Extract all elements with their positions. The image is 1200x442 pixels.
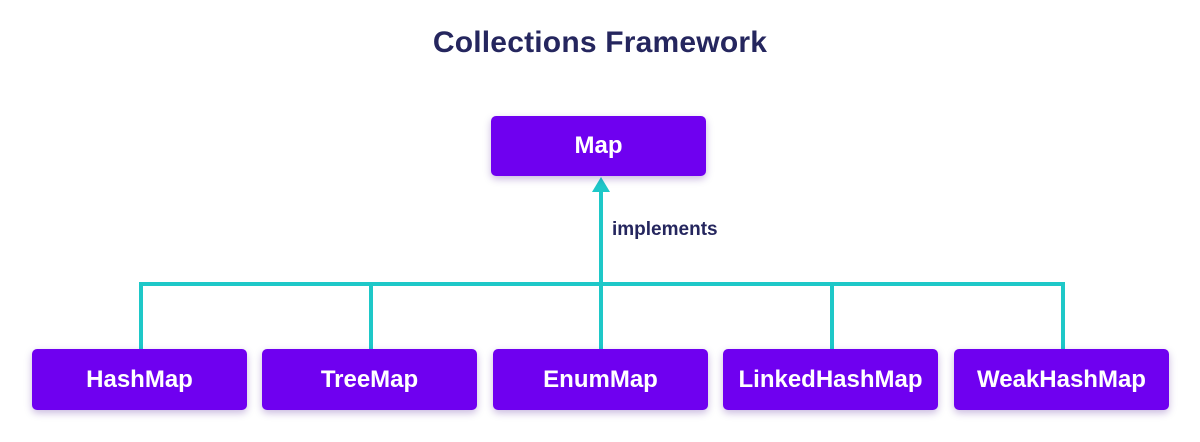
diagram-title: Collections Framework: [432, 26, 768, 59]
enummap-box: EnumMap: [493, 349, 708, 410]
weakhashmap-box: WeakHashMap: [954, 349, 1169, 410]
map-interface-box: Map: [491, 116, 706, 176]
linkedhashmap-box: LinkedHashMap: [723, 349, 938, 410]
arrowhead-icon: [592, 177, 610, 192]
implements-label: implements: [612, 219, 718, 240]
treemap-box: TreeMap: [262, 349, 477, 410]
hashmap-box: HashMap: [32, 349, 247, 410]
